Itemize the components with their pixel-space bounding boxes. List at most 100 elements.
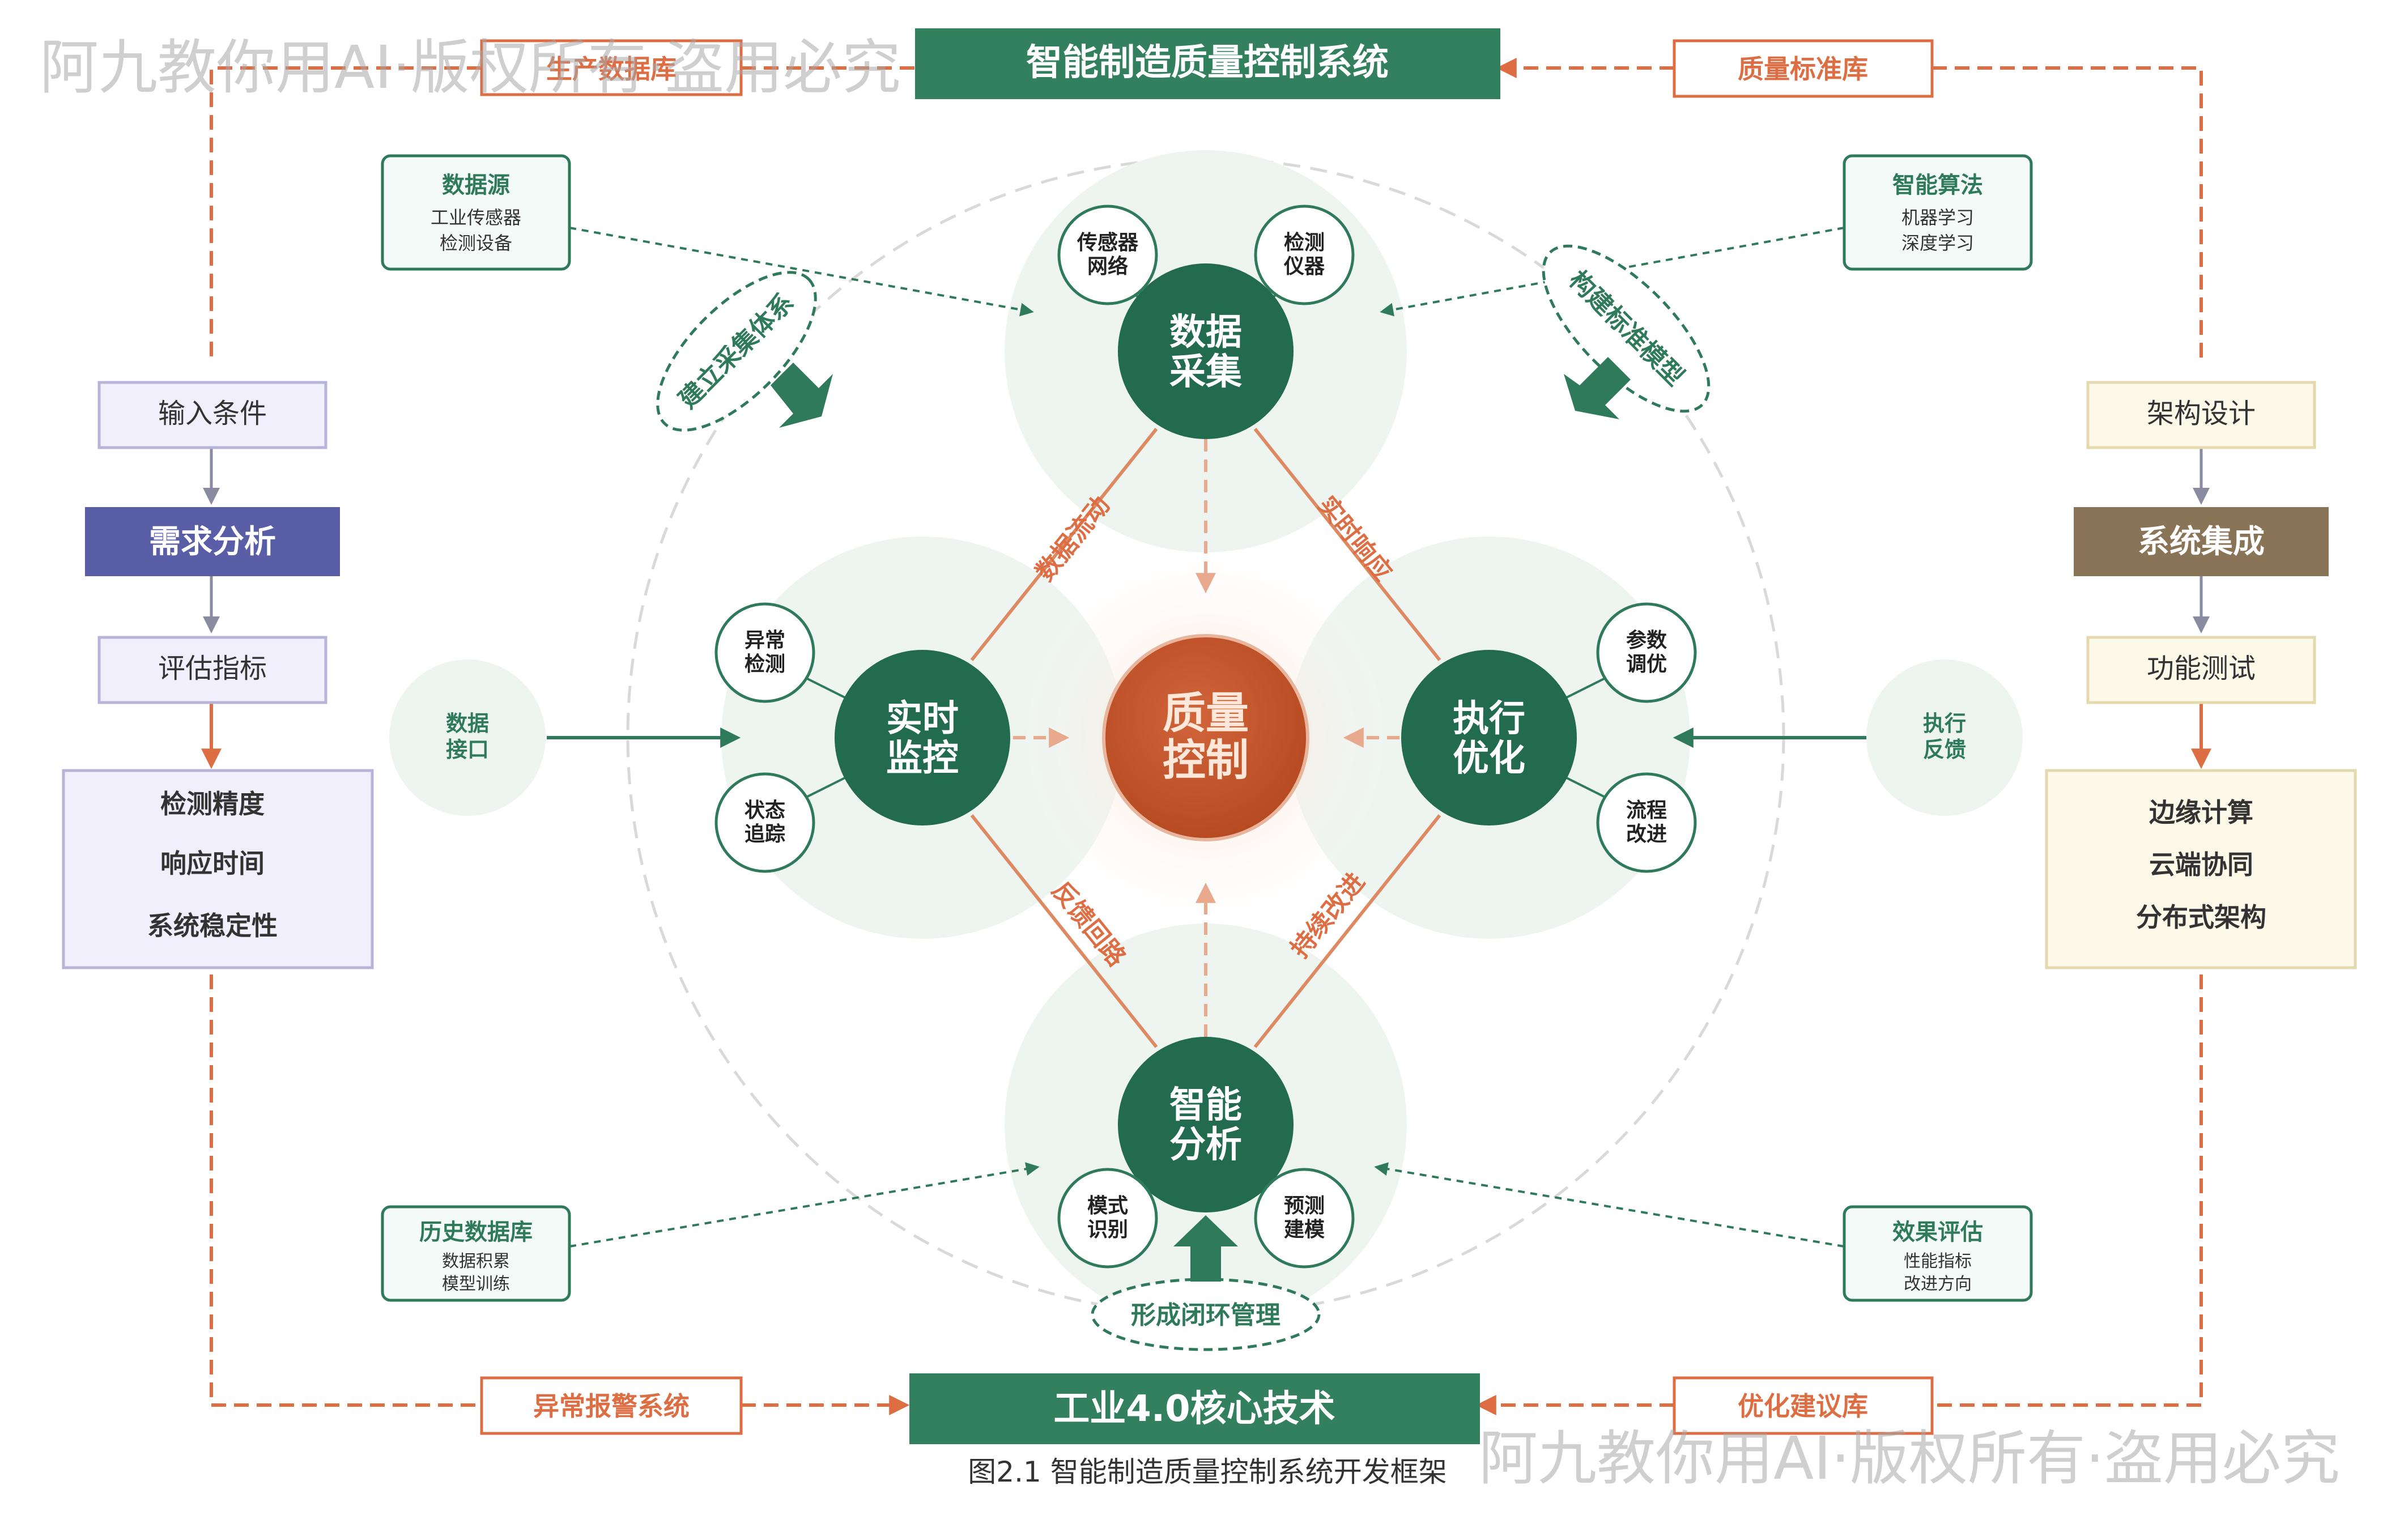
svg-text:监控: 监控	[886, 738, 959, 780]
svg-text:改进: 改进	[1626, 823, 1667, 846]
metric-item: 系统稳定性	[147, 910, 278, 941]
tag-quality-standard-db: 质量标准库	[1673, 39, 1934, 98]
svg-text:优化建议库: 优化建议库	[1738, 1391, 1868, 1422]
edge-label-data-flow: 数据流动	[1031, 491, 1116, 586]
side-circle-data-interface: 数据 接口	[389, 659, 546, 816]
svg-text:输入条件: 输入条件	[158, 398, 267, 429]
svg-text:功能测试: 功能测试	[2147, 653, 2256, 684]
satellite-predictive-modeling: 预测 建模	[1254, 1168, 1355, 1269]
svg-text:执行: 执行	[1923, 711, 1966, 736]
edge-label-realtime-response: 实时响应	[1312, 491, 1397, 586]
svg-text:流程: 流程	[1626, 799, 1667, 822]
svg-text:效果评估: 效果评估	[1892, 1219, 1983, 1245]
function-test-box: 功能测试	[2086, 636, 2316, 704]
svg-text:建模: 建模	[1284, 1218, 1325, 1241]
svg-text:智能: 智能	[1169, 1084, 1242, 1126]
svg-text:模式: 模式	[1087, 1194, 1128, 1218]
svg-text:数据源: 数据源	[442, 172, 510, 198]
svg-text:检测: 检测	[1284, 231, 1325, 254]
architecture-list-box: 边缘计算 云端协同 分布式架构	[2045, 769, 2357, 969]
watermark-top: 阿九教你用AI·版权所有·盗用必究	[40, 33, 901, 102]
info-box-evaluation: 效果评估 性能指标 改进方向	[1843, 1205, 2033, 1302]
satellite-parameter-tuning: 参数 调优	[1596, 602, 1697, 703]
svg-text:历史数据库: 历史数据库	[419, 1219, 533, 1245]
oval-collection-system: 建立采集体系	[656, 271, 817, 432]
svg-text:改进方向: 改进方向	[1904, 1274, 1972, 1294]
metric-item: 响应时间	[160, 848, 265, 879]
arrow-up-icon	[1173, 1215, 1238, 1282]
arrow-down-left-icon	[1564, 357, 1631, 419]
svg-text:检测: 检测	[744, 653, 785, 676]
svg-text:调优: 调优	[1626, 653, 1667, 676]
tag-optimization-db: 优化建议库	[1673, 1376, 1934, 1435]
svg-text:仪器: 仪器	[1283, 255, 1325, 278]
svg-text:数据积累: 数据积累	[442, 1252, 510, 1271]
svg-text:形成闭环管理: 形成闭环管理	[1131, 1301, 1280, 1330]
figure-caption: 图2.1 智能制造质量控制系统开发框架	[968, 1456, 1446, 1488]
watermark-bottom: 阿九教你用AI·版权所有·盗用必究	[1479, 1424, 2340, 1493]
satellite-pattern-recognition: 模式 识别	[1057, 1168, 1158, 1269]
input-conditions-box: 输入条件	[97, 381, 327, 449]
svg-text:采集: 采集	[1169, 351, 1242, 393]
svg-text:控制: 控制	[1163, 735, 1249, 785]
node-data-collection: 数据 采集	[1118, 263, 1294, 439]
right-panel: 架构设计 系统集成 功能测试 边缘计算 云端协同 分布式架构	[2045, 381, 2357, 969]
oval-standard-model: 构建标准模型	[1542, 244, 1711, 413]
satellite-inspection-instrument: 检测 仪器	[1254, 205, 1355, 305]
architecture-item: 分布式架构	[2136, 902, 2266, 933]
svg-text:智能算法: 智能算法	[1892, 172, 1983, 198]
svg-text:数据: 数据	[1169, 312, 1242, 354]
title-bar	[915, 28, 1500, 99]
side-circle-execution-feedback: 执行 反馈	[1866, 659, 2023, 816]
satellite-process-improvement: 流程 改进	[1596, 772, 1697, 873]
svg-text:实时: 实时	[886, 698, 959, 740]
tag-production-db: 生产数据库	[480, 39, 743, 96]
svg-text:参数: 参数	[1626, 629, 1667, 652]
info-box-history-db: 历史数据库 数据积累 模型训练	[381, 1205, 571, 1302]
bottom-title-text: 工业4.0核心技术	[1053, 1388, 1335, 1430]
svg-text:状态: 状态	[744, 799, 785, 822]
svg-text:数据: 数据	[446, 711, 489, 736]
svg-text:工业传感器: 工业传感器	[431, 207, 521, 228]
svg-text:接口: 接口	[446, 737, 489, 762]
node-realtime-monitoring: 实时 监控	[835, 650, 1010, 825]
svg-text:架构设计: 架构设计	[2147, 398, 2256, 429]
svg-text:系统集成: 系统集成	[2138, 524, 2265, 560]
svg-text:识别: 识别	[1087, 1218, 1128, 1241]
architecture-item: 云端协同	[2149, 849, 2253, 880]
info-box-algorithm: 智能算法 机器学习 深度学习	[1843, 154, 2033, 271]
outer-frame	[210, 58, 2203, 1415]
architecture-item: 边缘计算	[2149, 797, 2253, 828]
svg-text:网络: 网络	[1087, 254, 1128, 278]
title-text: 智能制造质量控制系统	[1026, 42, 1389, 84]
svg-text:分析: 分析	[1169, 1124, 1242, 1166]
diamond-edges	[970, 428, 1441, 1048]
node-execution-optimization: 执行 优化	[1401, 650, 1577, 825]
svg-text:反馈: 反馈	[1923, 737, 1966, 762]
satellite-sensor-network: 传感器 网络	[1057, 205, 1158, 305]
info-box-data-source: 数据源 工业传感器 检测设备	[381, 154, 571, 271]
bottom-title-bar	[909, 1373, 1480, 1444]
svg-text:模型训练: 模型训练	[442, 1274, 510, 1294]
arrow-down-right-icon	[771, 363, 833, 428]
svg-text:质量标准库: 质量标准库	[1738, 54, 1868, 84]
center-arrows	[1013, 439, 1399, 1037]
svg-text:优化: 优化	[1453, 738, 1525, 780]
evaluation-metrics-box: 评估指标	[97, 636, 327, 704]
svg-text:检测设备: 检测设备	[440, 232, 512, 254]
svg-text:评估指标: 评估指标	[158, 653, 267, 684]
svg-text:性能指标: 性能指标	[1904, 1252, 1972, 1271]
left-panel: 输入条件 需求分析 评估指标 检测精度 响应时间 系统稳定性	[62, 381, 374, 969]
info-connectors	[569, 227, 1845, 1248]
svg-text:异常: 异常	[744, 629, 785, 652]
center-quality-control: 质量 控制	[1102, 634, 1309, 841]
svg-text:异常报警系统: 异常报警系统	[533, 1391, 690, 1422]
satellite-state-tracking: 状态 追踪	[714, 772, 815, 873]
satellite-anomaly-detection: 异常 检测	[714, 602, 815, 703]
svg-text:生产数据库: 生产数据库	[546, 54, 677, 84]
svg-text:执行: 执行	[1453, 698, 1525, 740]
tag-alarm-system: 异常报警系统	[480, 1376, 743, 1435]
architecture-design-box: 架构设计	[2086, 381, 2316, 449]
oval-closed-loop: 形成闭环管理	[1091, 1278, 1321, 1351]
